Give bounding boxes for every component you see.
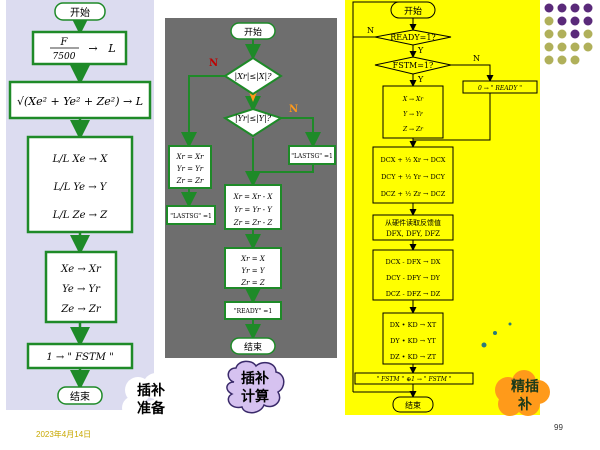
n-label-left: N: [367, 26, 374, 35]
panel-interpolation-prep: 开始 F 7500 → L √(Xe² + Ye² + Ze²) → L L/L…: [6, 0, 154, 410]
keep-line-z: Zr = Zr: [176, 177, 204, 185]
subtract-line-z: Zr = Zr - Z: [233, 219, 273, 227]
end-terminal: 结束: [230, 337, 276, 355]
start-terminal: 开始: [230, 22, 276, 40]
box-set-fstm: 1 → " FSTM ": [26, 342, 134, 370]
end-terminal: 结束: [57, 386, 103, 405]
box1-var: L: [107, 42, 115, 55]
fstm-set-text: 1 → " FSTM ": [46, 352, 113, 363]
load-line-x: X → Xr: [402, 96, 424, 103]
box-toggle-fstm: " FSTM " ⊕1 → " FSTM ": [354, 372, 474, 385]
cloud-prep: [122, 373, 180, 424]
accumulate-line-z: DCZ + ½ Zr → DCZ: [381, 190, 446, 198]
fraction-denominator: 7500: [53, 52, 76, 62]
box-subtract: Xr = Xr - X Yr = Yr - Y Zr = Zr - Z: [224, 184, 282, 230]
box-gain: DX • KD → XT DY • KD → YT DZ • KD → ZT: [382, 312, 444, 365]
subtract-line-x: Xr = Xr - X: [233, 193, 274, 201]
decision-ready: READY=1?: [374, 29, 452, 46]
n-label-1: N: [209, 58, 218, 69]
gain-line-z: DZ • KD → ZT: [390, 353, 437, 361]
toggle-fstm-text: " FSTM " ⊕1 → " FSTM ": [376, 376, 451, 383]
assign-line-y: Yr = Y: [242, 267, 266, 275]
box-scale-factor: F 7500 → L: [31, 30, 128, 66]
box-accumulate: DCX + ½ Xr → DCX DCY + ½ Yr → DCY DCZ + …: [372, 146, 454, 204]
cloud-calc: [226, 360, 285, 414]
start-terminal: 开始: [54, 2, 106, 21]
normalize-line-z: L/L Ze → Z: [52, 210, 108, 221]
box-lastsg-right: "LASTSG" =1: [288, 145, 336, 165]
accumulate-line-y: DCY + ½ Yr → DCY: [381, 173, 446, 181]
lastsg-right-text: "LASTSG" =1: [291, 153, 333, 160]
remainder-line-y: Ye → Yr: [62, 284, 101, 295]
n-label-right: N: [473, 54, 480, 63]
box-read-feedback: 从硬件读取反馈值 DFX, DFY, DFZ: [372, 214, 454, 241]
box-keep-remainder: Xr = Xr Yr = Yr Zr = Zr: [168, 145, 212, 189]
start-label: 开始: [244, 26, 262, 38]
cloud-fine: [495, 370, 550, 416]
difference-line-y: DCY - DFY → DY: [386, 274, 441, 282]
end-label: 结束: [70, 390, 90, 403]
fraction-numerator: F: [60, 37, 69, 48]
y-label-1: Y: [417, 46, 424, 55]
box-reset-ready: 0 → " READY ": [462, 80, 538, 94]
end-label: 结束: [244, 341, 262, 353]
difference-line-x: DCX - DFX → DX: [386, 258, 441, 266]
label-fine-interp: 精插 补: [511, 379, 539, 413]
remainder-line-z: Ze → Zr: [60, 304, 102, 315]
load-line-y: Y → Yr: [403, 111, 424, 118]
keep-line-x: Xr = Xr: [176, 153, 205, 161]
accumulate-line-x: DCX + ½ Xr → DCX: [381, 156, 446, 164]
start-label: 开始: [70, 6, 90, 19]
decision-x-text: |Xr|≤|X|?: [235, 72, 273, 81]
panel-fine-interpolation: 开始 READY=1? N Y FSTM=1? N Y 0 → " READY …: [345, 0, 540, 415]
start-label: 开始: [404, 5, 422, 17]
box-init-remainder: Xe → Xr Ye → Yr Ze → Zr: [44, 250, 118, 324]
end-label: 结束: [405, 400, 421, 410]
box-assign: Xr = X Yr = Y Zr = Z: [224, 247, 282, 289]
box-normalize: L/L Xe → X L/L Ye → Y L/L Ze → Z: [26, 135, 134, 234]
assign-line-x: Xr = X: [240, 255, 266, 263]
box-load-remainder: X → Xr Y → Yr Z → Zr: [382, 85, 444, 139]
box-ready: "READY" =1: [224, 301, 282, 320]
panel-interpolation-calc: 开始 |Xr|≤|X|? N |Yr|≤|Y|? N Xr = Xr Yr = …: [165, 18, 337, 358]
decision-y-text: |Yr|≤|Y|?: [235, 114, 272, 123]
ready-text: "READY" =1: [234, 308, 272, 315]
decision-y-check: |Yr|≤|Y|?: [222, 107, 284, 138]
end-terminal: 结束: [392, 396, 434, 413]
page-number: 99: [554, 423, 563, 432]
box-vector-length: √(Xe² + Ye² + Ze²) → L: [8, 80, 152, 120]
reset-ready-text: 0 → " READY ": [478, 85, 522, 92]
decision-x-check: |Xr|≤|X|?: [223, 56, 283, 96]
decision-fstm-text: FSTM=1?: [393, 61, 434, 70]
assign-line-z: Zr = Z: [240, 279, 265, 287]
decorative-dots: [544, 3, 593, 65]
load-line-z: Z → Zr: [402, 126, 424, 133]
label-interp-calc: 插补 计算: [241, 371, 269, 405]
label-interp-prep: 插补 准备: [137, 383, 165, 417]
box1-arrow: →: [88, 42, 97, 55]
normalize-line-y: L/L Ye → Y: [53, 182, 108, 193]
box-lastsg-left: "LASTSG" =1: [166, 205, 216, 225]
gain-line-x: DX • KD → XT: [390, 321, 437, 329]
lastsg-left-text: "LASTSG" =1: [170, 213, 212, 220]
subtract-line-y: Yr = Yr - Y: [234, 206, 273, 214]
read-feedback-title: 从硬件读取反馈值: [385, 218, 441, 227]
decorative-small-dots: [481, 322, 512, 348]
y-label-2: Y: [417, 75, 424, 84]
decision-fstm: FSTM=1?: [374, 56, 452, 75]
gain-line-y: DY • KD → YT: [390, 337, 436, 345]
box-difference: DCX - DFX → DX DCY - DFY → DY DCZ - DFZ …: [372, 249, 454, 301]
difference-line-z: DCZ - DFZ → DZ: [386, 290, 441, 298]
read-feedback-values: DFX, DFY, DFZ: [386, 230, 440, 238]
normalize-line-x: L/L Xe → X: [52, 154, 109, 165]
start-terminal: 开始: [390, 1, 436, 19]
footer-date: 2023年4月14日: [36, 430, 92, 439]
keep-line-y: Yr = Yr: [177, 165, 204, 173]
n-label-2: N: [289, 104, 298, 115]
decision-ready-text: READY=1?: [390, 33, 435, 42]
remainder-line-x: Xe → Xr: [60, 264, 102, 275]
vector-length-expr: √(Xe² + Ye² + Ze²) → L: [17, 95, 143, 108]
